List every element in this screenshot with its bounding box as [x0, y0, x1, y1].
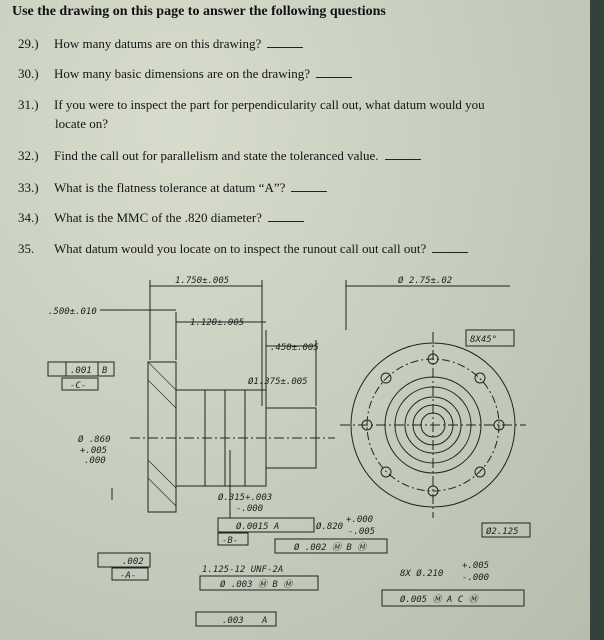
question-31-cont: locate on? — [55, 116, 109, 131]
question-30: 30.)How many basic dimensions are on the… — [18, 66, 352, 82]
flatness-frame — [97, 552, 151, 568]
perp2-value: Ø.0015 A — [236, 521, 279, 532]
datum-b-box — [217, 532, 249, 546]
shaft-end — [265, 407, 317, 469]
photo-edge — [590, 0, 604, 640]
dia-2125-box — [481, 522, 531, 538]
datum-c-label: -C- — [70, 381, 86, 391]
position-frame-3 — [381, 589, 525, 607]
dim-1375: Ø1.375±.005 — [248, 376, 308, 387]
holes-plus: +.005 — [462, 561, 489, 571]
instructions-heading: Use the drawing on this page to answer t… — [12, 4, 386, 19]
holes-minus: -.000 — [462, 573, 489, 583]
position-frame-1 — [274, 538, 388, 554]
perpendicularity-frame — [47, 361, 115, 377]
dia-2125-label: Ø2.125 — [486, 526, 519, 537]
chamfer-box — [465, 329, 515, 347]
perp-frame-2 — [217, 517, 315, 533]
dia-860-plus: +.005 — [80, 446, 107, 456]
dia-860-minus: .000 — [84, 456, 106, 466]
dia-820-plus: +.000 — [346, 515, 373, 525]
parallelism-frame — [195, 611, 277, 627]
thread-label: 1.125-12 UNF-2A — [202, 565, 283, 575]
question-32: 32.)Find the call out for parallelism an… — [18, 148, 421, 164]
dim-450: .450±.005 — [270, 343, 319, 353]
dia-820: Ø.820 — [316, 521, 343, 532]
position-frame-2 — [199, 575, 319, 591]
dim-1750: 1.750±.005 — [175, 276, 229, 286]
dia-315-minus: -.000 — [236, 504, 263, 514]
datum-b-label: -B- — [222, 536, 238, 546]
holes-label: 8X Ø.210 — [400, 568, 443, 579]
parallelism-value: .003 — [222, 616, 244, 626]
answer-blank[interactable] — [384, 148, 421, 160]
answer-blank[interactable] — [432, 241, 469, 253]
dia-315: Ø.315+.003 — [218, 492, 272, 503]
datum-a-label: -A- — [120, 571, 136, 581]
engineering-drawing: 1.750±.005 Ø 2.75±.02 .500±.010 1.120±.0… — [47, 275, 531, 627]
answer-blank[interactable] — [267, 36, 304, 48]
position-2-value: Ø .003 Ⓜ B Ⓜ — [220, 579, 294, 590]
dia-820-minus: -.005 — [348, 527, 375, 537]
dia-860: Ø .860 — [78, 434, 111, 445]
position-3-value: Ø.005 Ⓜ A C Ⓜ — [400, 594, 480, 605]
question-35: 35.What datum would you locate on to ins… — [18, 241, 469, 257]
position-1-value: Ø .002 Ⓜ B Ⓜ — [294, 542, 368, 553]
perp-value: .001 — [70, 366, 92, 376]
question-33: 33.)What is the flatness tolerance at da… — [18, 180, 328, 196]
dim-1120: 1.120±.005 — [190, 318, 244, 328]
dim-500: .500±.010 — [48, 307, 97, 317]
answer-blank[interactable] — [267, 210, 304, 222]
datum-c-box — [61, 377, 99, 391]
chamfer-label: 8X45° — [470, 335, 497, 345]
answer-blank[interactable] — [291, 180, 328, 192]
dim-275: Ø 2.75±.02 — [398, 275, 452, 286]
perp-datum: B — [102, 366, 108, 376]
question-34: 34.)What is the MMC of the .820 diameter… — [18, 210, 304, 226]
worksheet-page — [0, 0, 590, 640]
datum-a-box — [111, 567, 149, 581]
question-31: 31.)If you were to inspect the part for … — [18, 97, 485, 112]
flatness-value: .002 — [122, 557, 144, 567]
question-29: 29.)How many datums are on this drawing? — [18, 36, 304, 52]
answer-blank[interactable] — [315, 66, 352, 78]
parallelism-datum: A — [261, 616, 267, 626]
